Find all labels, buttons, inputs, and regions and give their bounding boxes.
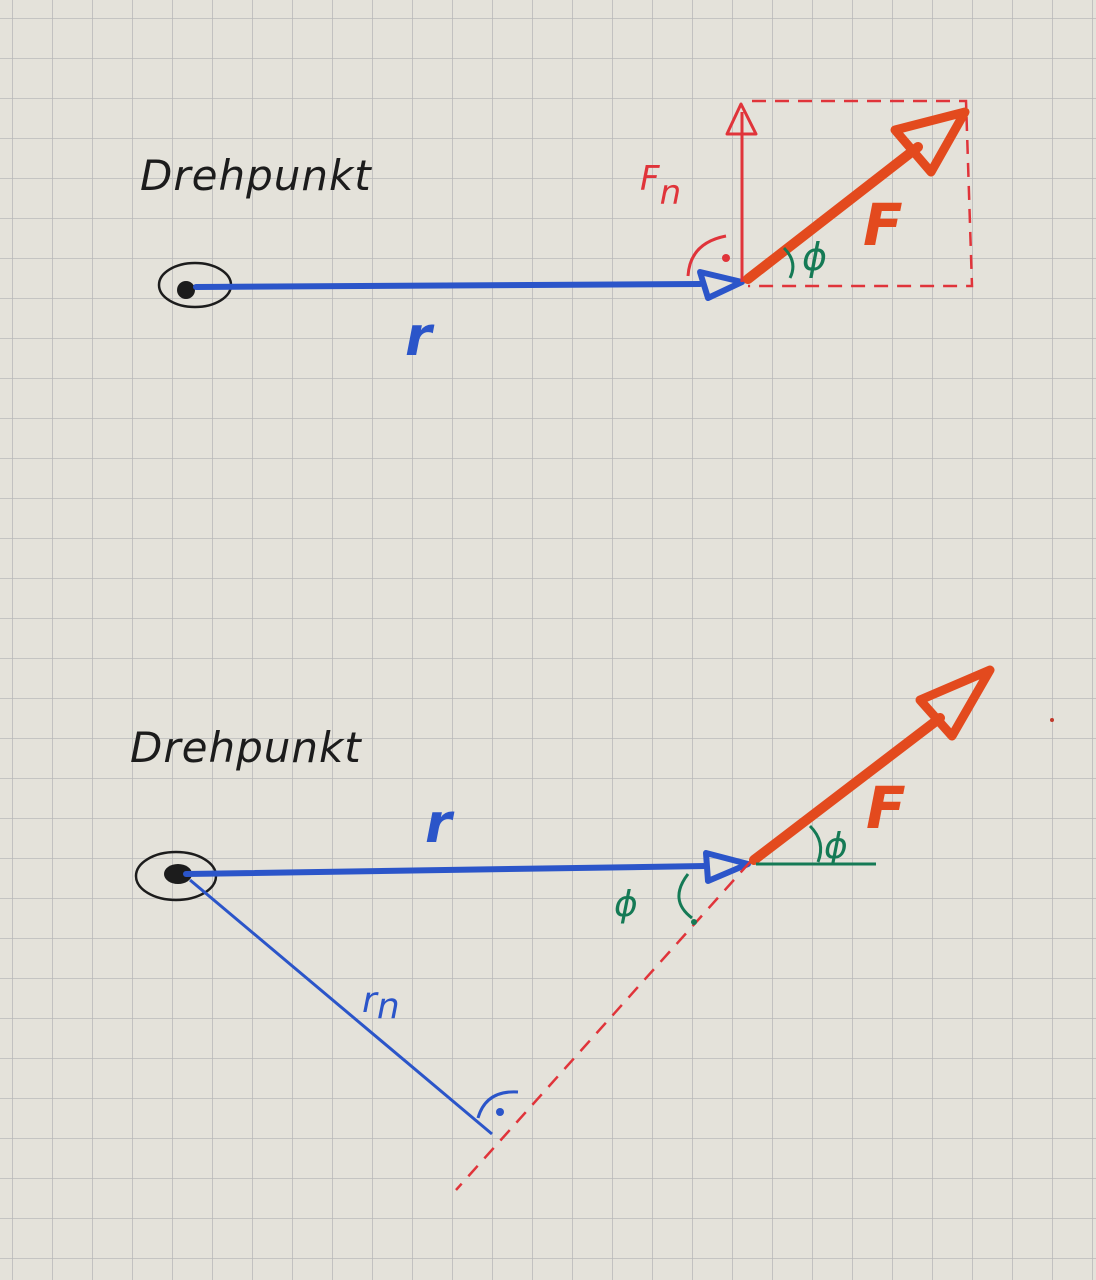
top-angle-label: ϕ xyxy=(802,235,827,279)
top-force-vector xyxy=(743,107,970,284)
bottom-force-vector xyxy=(749,665,995,865)
bottom-line-angle xyxy=(677,873,697,925)
top-angle-arc xyxy=(782,246,795,279)
bottom-line-angle-label: ϕ xyxy=(614,884,638,925)
top-right-angle-mark xyxy=(686,234,730,277)
bottom-diagram: Drehpunkt r rn F xyxy=(130,665,995,1191)
top-radius-label: r xyxy=(405,305,435,368)
bottom-force-label: F xyxy=(866,774,906,842)
stray-mark xyxy=(1050,718,1054,722)
bottom-force-angle-label: ϕ xyxy=(824,826,848,867)
bottom-radius-label: r xyxy=(425,792,455,855)
bottom-force-angle xyxy=(756,824,876,866)
top-normal-force-vector xyxy=(725,102,758,282)
bottom-lever-arm xyxy=(189,878,493,1136)
top-diagram: Drehpunkt r Fn xyxy=(140,99,974,368)
bottom-lever-arm-label: rn xyxy=(362,980,400,1027)
top-force-label: F xyxy=(863,191,903,259)
top-pivot-label: Drehpunkt xyxy=(140,151,372,200)
top-decomposition-rectangle xyxy=(748,99,974,288)
top-radius-vector xyxy=(193,269,745,301)
bottom-radius-vector xyxy=(183,850,751,884)
bottom-line-of-action xyxy=(455,861,751,1191)
bottom-pivot-label: Drehpunkt xyxy=(130,723,362,772)
top-normal-force-label: Fn xyxy=(640,159,681,213)
bottom-right-angle-mark xyxy=(476,1090,519,1119)
